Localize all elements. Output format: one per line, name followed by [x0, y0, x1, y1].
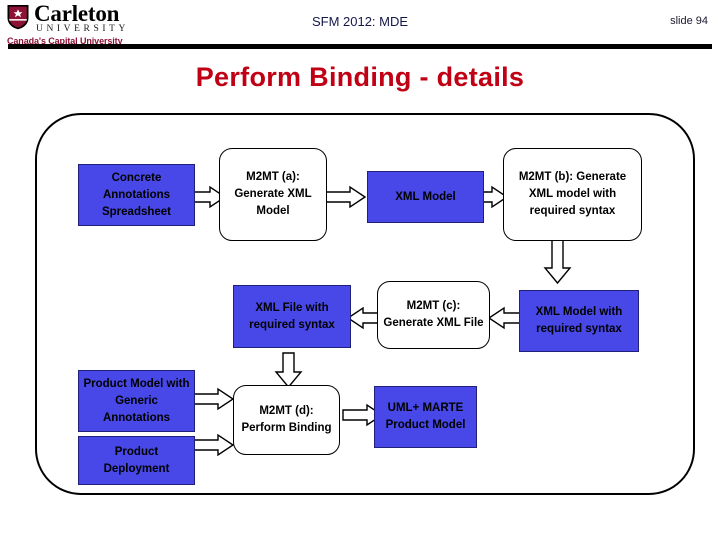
- node-label: M2MT (b): Generate XML model with requir…: [518, 171, 627, 217]
- arrow-m2mt-b-to-xml-model-required-syntax: [543, 239, 572, 285]
- node-m2mt-d[interactable]: M2MT (d): Perform Binding: [233, 385, 340, 455]
- node-label: UML+ MARTE Product Model: [385, 402, 466, 431]
- node-label: Product Deployment: [103, 445, 170, 475]
- node-label: M2MT (a): Generate XML Model: [234, 171, 312, 217]
- logo-wordmark: Carleton: [34, 1, 120, 26]
- node-concrete-annotations-spreadsheet[interactable]: Concrete Annotations Spreadsheet: [78, 164, 195, 226]
- node-label: XML File with required syntax: [249, 301, 335, 331]
- node-label: XML Model: [395, 190, 456, 203]
- node-uml-marte-product-model[interactable]: UML+ MARTE Product Model: [374, 386, 477, 448]
- header-divider: [8, 44, 712, 49]
- node-product-deployment[interactable]: Product Deployment: [78, 436, 195, 485]
- node-label: M2MT (d): Perform Binding: [241, 405, 332, 434]
- node-product-model-generic-annotations[interactable]: Product Model with Generic Annotations: [78, 370, 195, 432]
- node-xml-model[interactable]: XML Model: [367, 171, 484, 223]
- diagram-outer-frame: [35, 113, 695, 495]
- node-label: M2MT (c): Generate XML File: [383, 300, 484, 329]
- logo-subword: UNIVERSITY: [36, 24, 129, 34]
- node-label: Product Model with Generic Annotations: [83, 377, 190, 424]
- page-title: Perform Binding - details: [195, 62, 525, 92]
- node-label: Concrete Annotations Spreadsheet: [101, 171, 172, 218]
- carleton-university-logo: Carleton UNIVERSITY Canada's Capital Uni…: [6, 1, 131, 46]
- arrow-product-model-to-m2mt-d: [193, 387, 235, 414]
- slide-number: slide 94: [670, 15, 708, 27]
- node-xml-model-with-required-syntax[interactable]: XML Model with required syntax: [519, 290, 639, 352]
- arrow-product-deployment-to-m2mt-d: [193, 433, 235, 460]
- logo-tagline: Canada's Capital University: [7, 36, 123, 46]
- node-m2mt-a[interactable]: M2MT (a): Generate XML Model: [219, 148, 327, 241]
- node-label: XML Model with required syntax: [535, 306, 623, 335]
- node-xml-file-with-required-syntax[interactable]: XML File with required syntax: [233, 285, 351, 348]
- node-m2mt-b[interactable]: M2MT (b): Generate XML model with requir…: [503, 148, 642, 241]
- arrow-m2mt-a-to-xml-model: [325, 185, 367, 212]
- carleton-crest-icon: [7, 5, 29, 30]
- node-m2mt-c[interactable]: M2MT (c): Generate XML File: [377, 281, 490, 349]
- arrow-xml-file-to-m2mt-d: [274, 352, 303, 389]
- header-course-title: SFM 2012: MDE: [311, 14, 409, 29]
- slide-header: Carleton UNIVERSITY Canada's Capital Uni…: [0, 0, 720, 50]
